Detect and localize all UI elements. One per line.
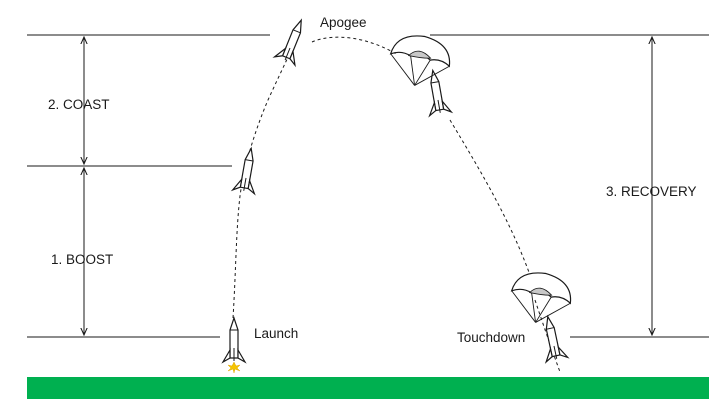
- boost-stage-label: 1. BOOST: [51, 252, 114, 267]
- rocket-icon: [232, 145, 263, 195]
- recovery-stage-label: 3. RECOVERY: [606, 184, 697, 199]
- apogee-event-label: Apogee: [320, 15, 367, 30]
- parachute-icon: [505, 266, 576, 330]
- rocket-icon: [536, 313, 569, 363]
- descent-flight-path: [449, 119, 561, 373]
- parachute-icon: [384, 29, 455, 93]
- touchdown-event-label: Touchdown: [457, 330, 526, 345]
- launch-event-label: Launch: [254, 326, 299, 341]
- rocket-icon: [273, 15, 313, 66]
- rocket-icon: [421, 67, 452, 117]
- coast-stage-label: 2. COAST: [48, 97, 110, 112]
- exhaust-flame-icon: [227, 361, 241, 374]
- ground: [27, 377, 709, 399]
- rocket-icon: [222, 317, 246, 363]
- apogee-arc-path: [311, 36, 399, 56]
